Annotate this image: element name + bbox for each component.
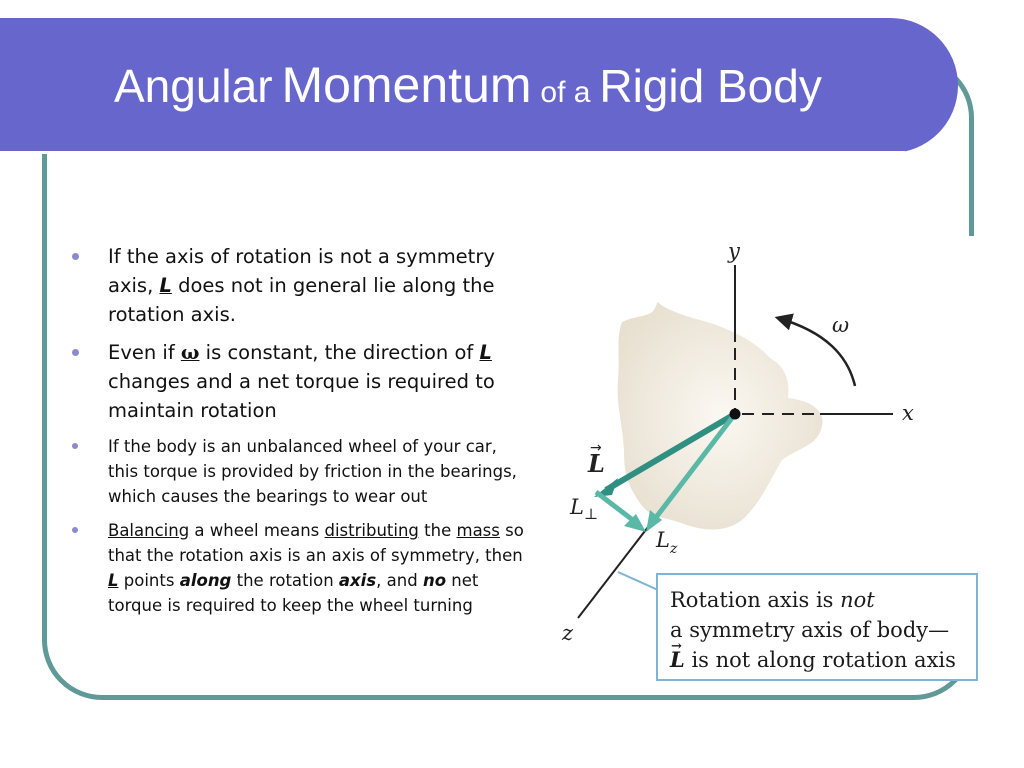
callout-symbol-L: L [670,647,685,672]
bullet-dot-icon [72,527,78,533]
bullet-4-text-3: so that the rotation axis is an axis of … [108,521,524,565]
bullet-4-symbol-L: L [108,571,119,590]
L-perp-label: L⊥ [569,495,598,523]
callout-line-1-emphasis: not [840,588,875,612]
y-axis-label: y [727,239,741,263]
z-axis-label: z [561,621,574,645]
rigid-body-shape [617,301,823,530]
bullet-2-symbol-L: L [479,341,492,364]
bullet-4-word-mass: mass [456,521,500,540]
callout-line-1-text: Rotation axis is [670,588,841,612]
title-part-rigid-body: Rigid Body [599,60,822,112]
bullet-3-text: If the body is an unbalanced wheel of yo… [108,437,517,506]
slide-title: Angular Momentum of a Rigid Body [114,50,914,120]
vector-Lperp-head [624,514,646,532]
bullet-4-word-balancing: Balancing [108,521,190,540]
omega-arrow [774,313,857,387]
vector-Lz [652,412,737,522]
bullet-dot-icon [72,349,79,356]
L-z-label: Lz [655,528,678,557]
title-part-of-a: of a [540,76,591,109]
callout-box: Rotation axis is not a symmetry axis of … [656,573,978,681]
callout-pointer [617,571,659,591]
L-vector-label: L [587,449,605,478]
bullet-item-1: If the axis of rotation is not a symmetr… [70,242,530,329]
bullet-2-text-c: changes and a net torque is required to … [108,370,495,422]
bullet-4-text-7: net torque is required to keep the wheel… [108,571,479,615]
bullet-1-text-a: If the axis of rotation is not a symmetr… [108,245,495,297]
omega-label: ω [832,313,849,337]
bullet-4-text-6: , and [376,571,423,590]
bullet-item-2: Even if ω is constant, the direction of … [70,338,530,425]
callout-line-2: a symmetry axis of body— [670,618,950,642]
bullet-4-word-axis: axis [338,571,377,590]
bullet-dot-icon [72,253,79,260]
bullet-2-symbol-omega: ω [180,341,200,364]
callout-line-1: Rotation axis is not [670,585,976,615]
bullet-4-text-1: a wheel means [189,521,325,540]
bullet-1-symbol-L: L [159,274,172,297]
bullet-4-word-along: along [179,571,232,590]
bullet-2-text-b: is constant, the direction of [199,341,480,364]
vector-L [604,411,737,493]
bullet-item-4: Balancing a wheel means distributing the… [70,518,530,618]
origin-point [729,408,741,420]
title-part-angular: Angular [114,60,273,112]
bullet-4-text-2: the [418,521,457,540]
diagram-svg: y x z ω L → L⊥ Lz [561,239,914,645]
title-underline [0,151,905,154]
bullet-list: If the axis of rotation is not a symmetr… [70,242,530,627]
x-axis-label: x [902,401,914,425]
bullet-1-text-b: does not in general lie along the rotati… [108,274,495,326]
callout-line-3: L is not along rotation axis [670,645,976,675]
bullet-2-text-a: Even if [108,341,181,364]
bullet-4-word-no: no [422,571,447,590]
bullet-4-text-4: points [118,571,180,590]
bullet-item-3: If the body is an unbalanced wheel of yo… [70,434,530,509]
title-part-momentum: Momentum [281,57,532,113]
bullet-dot-icon [72,443,78,449]
title-bar [0,18,958,154]
callout-line-3-text: is not along rotation axis [684,648,956,672]
vector-Lz-head [646,510,662,532]
L-vector-arrow-icon: → [590,440,602,456]
vector-Lperp [594,490,640,526]
bullet-4-word-distributing: distributing [324,521,419,540]
bullet-4-text-5: the rotation [231,571,339,590]
